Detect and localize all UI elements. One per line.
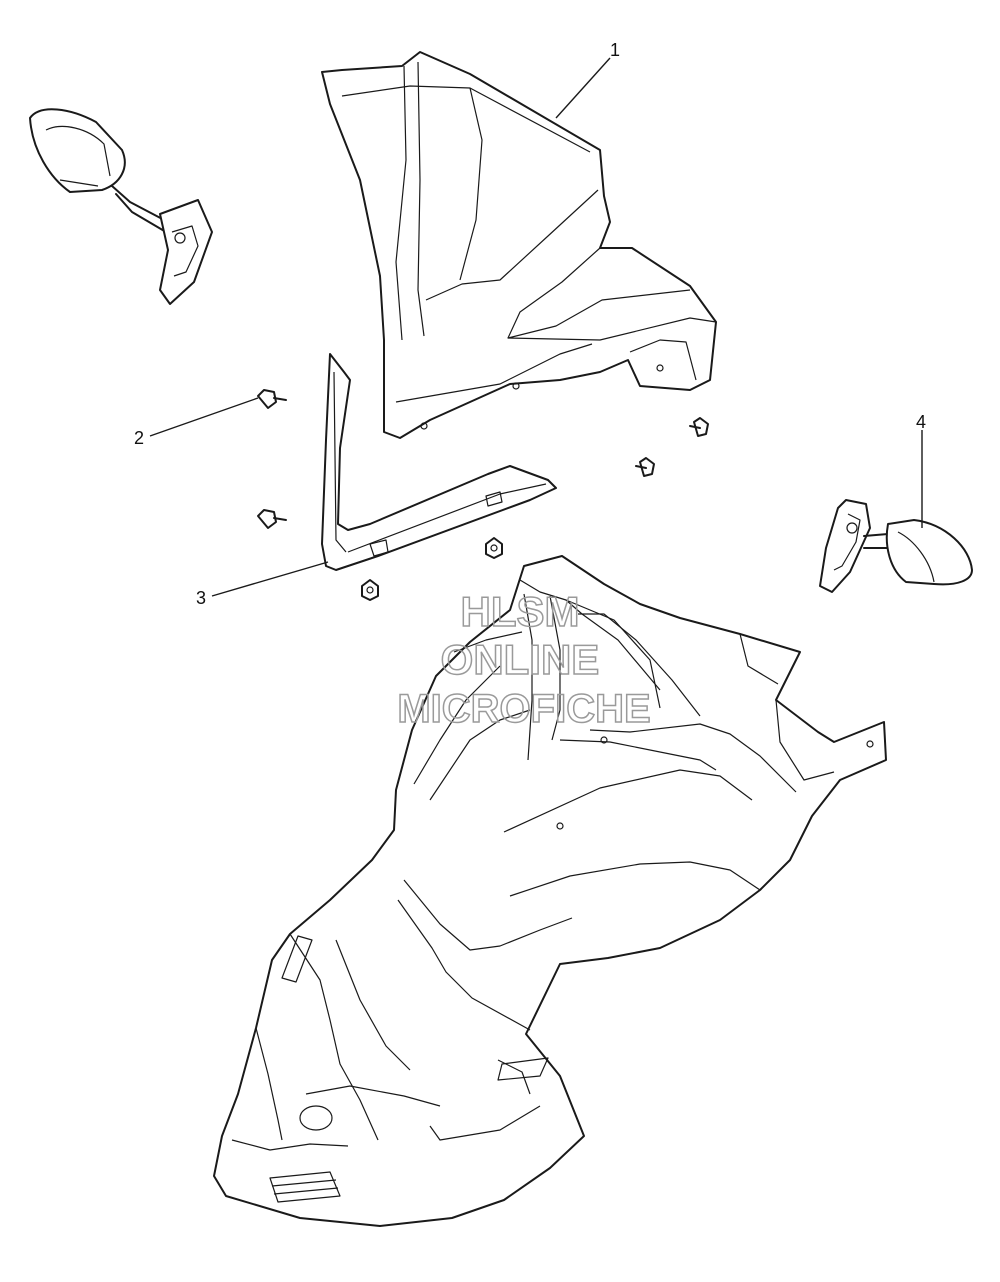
leader-2 — [149, 397, 259, 437]
watermark-line-1: HLSM — [461, 588, 580, 635]
leader-3 — [211, 561, 329, 597]
fastener-part-2 — [257, 389, 709, 601]
leader-1 — [555, 57, 611, 119]
fastener-a — [257, 389, 287, 409]
watermark-line-3: MICROFICHE — [397, 687, 650, 731]
left-mirror — [29, 108, 213, 305]
fastener-d — [635, 457, 655, 477]
watermark: HLSM ONLINE MICROFICHE — [397, 587, 652, 732]
leader-lines — [149, 57, 923, 597]
hood-assembly — [213, 555, 887, 1227]
callout-1: 1 — [610, 40, 620, 60]
fastener-b — [257, 509, 287, 529]
callout-2: 2 — [134, 428, 144, 448]
right-mirror-part-4 — [819, 499, 973, 593]
fastener-c — [689, 417, 709, 437]
callout-4: 4 — [916, 412, 926, 432]
windshield-part-1 — [321, 51, 717, 439]
nut-b — [485, 537, 503, 559]
nut-a — [361, 579, 379, 601]
callout-3: 3 — [196, 588, 206, 608]
watermark-line-2: ONLINE — [441, 636, 600, 683]
bracket-part-3 — [321, 353, 557, 571]
